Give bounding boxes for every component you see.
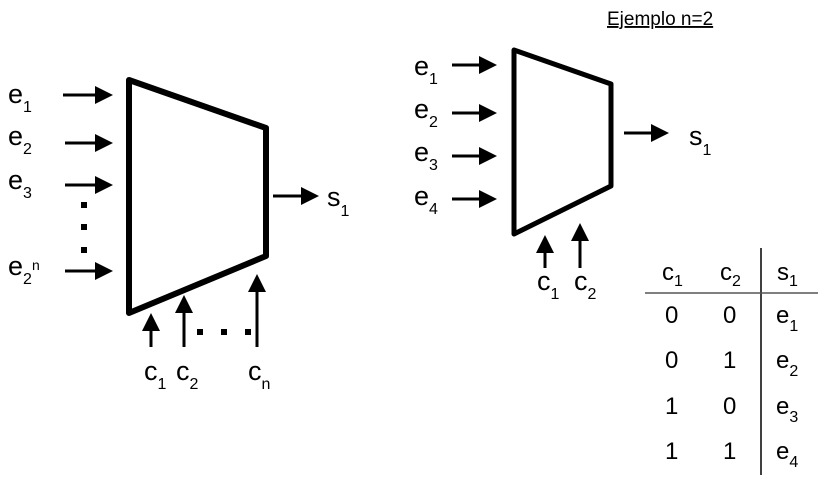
output-label-s1: s1 bbox=[327, 182, 350, 220]
control-label-cn: cn bbox=[248, 356, 270, 393]
table-row: 0 0 e1 bbox=[665, 302, 798, 335]
table-row: 1 1 e4 bbox=[665, 438, 798, 471]
cell-c2: 0 bbox=[723, 302, 736, 329]
table-row: 1 0 e3 bbox=[665, 393, 798, 426]
table-header-s1: s1 bbox=[777, 259, 798, 290]
input-label-e4: e4 bbox=[414, 181, 438, 218]
ellipsis-dots bbox=[81, 202, 251, 335]
example-title: Ejemplo n=2 bbox=[607, 9, 713, 30]
input-label-e2: e2 bbox=[414, 94, 438, 131]
control-label-c1: c1 bbox=[537, 266, 560, 303]
general-mux: e1 e2 e3 e2n s1 c1 c2 cn bbox=[8, 77, 350, 393]
control-label-c2: c2 bbox=[176, 356, 199, 393]
input-label-e3: e3 bbox=[8, 165, 32, 202]
cell-c1: 1 bbox=[665, 393, 678, 420]
cell-c2: 1 bbox=[723, 438, 736, 465]
cell-c1: 0 bbox=[665, 302, 678, 329]
cell-c1: 1 bbox=[665, 438, 678, 465]
truth-table: c1 c2 s1 0 0 e1 0 1 e2 1 0 e3 1 1 e4 bbox=[645, 248, 818, 475]
input-label-e2n: e2n bbox=[8, 251, 40, 288]
input-label-e1: e1 bbox=[414, 51, 438, 88]
example-mux: e1 e2 e3 e4 s1 c1 c2 bbox=[414, 47, 712, 303]
cell-c2: 1 bbox=[723, 347, 736, 374]
mux-body bbox=[511, 47, 614, 237]
input-label-e1: e1 bbox=[8, 79, 32, 116]
cell-s1: e1 bbox=[776, 302, 798, 335]
input-label-e3: e3 bbox=[414, 137, 438, 174]
cell-c2: 0 bbox=[723, 393, 736, 420]
cell-s1: e3 bbox=[776, 393, 798, 426]
cell-s1: e4 bbox=[776, 438, 798, 471]
cell-c1: 0 bbox=[665, 347, 678, 374]
input-label-e2: e2 bbox=[8, 121, 32, 158]
table-header-c1: c1 bbox=[662, 259, 683, 290]
mux-body bbox=[126, 77, 269, 316]
control-label-c2: c2 bbox=[574, 266, 597, 303]
table-row: 0 1 e2 bbox=[665, 347, 798, 380]
cell-s1: e2 bbox=[776, 347, 798, 380]
table-header-c2: c2 bbox=[720, 259, 741, 290]
output-label-s1: s1 bbox=[689, 121, 712, 159]
control-label-c1: c1 bbox=[144, 356, 167, 393]
